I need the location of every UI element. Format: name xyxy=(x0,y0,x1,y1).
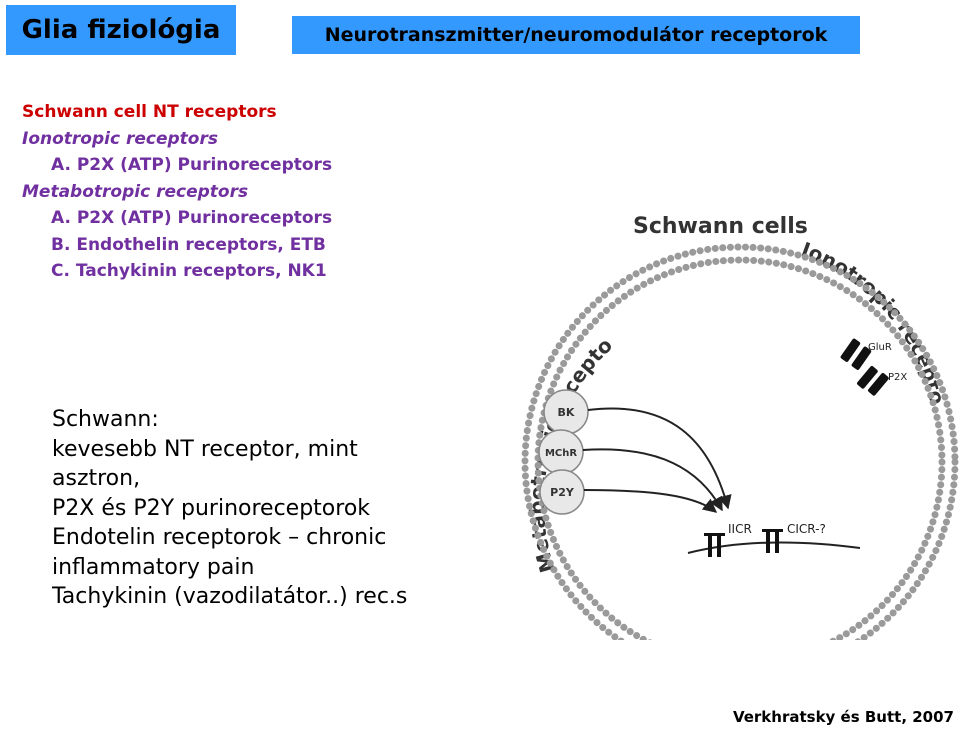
outline-ionotropic-label: Ionotropic receptors xyxy=(22,128,218,149)
receptor-label-p2x: P2X xyxy=(888,372,907,383)
slide-subtitle: Neurotranszmitter/neuromodulátor recepto… xyxy=(292,16,860,54)
outline-item: C. Tachykinin receptors, NK1 xyxy=(51,261,327,281)
metabotropic-arc-label: Metabotropic receptors xyxy=(500,200,617,575)
metabotropic-receptors xyxy=(538,389,589,515)
er-calcium-store xyxy=(687,529,861,557)
receptor-outline: Schwann cell NT receptors Ionotropic rec… xyxy=(22,99,332,285)
channel-icon xyxy=(851,346,872,370)
cicr-channel-icon xyxy=(762,529,783,553)
schwann-notes: Schwann: kevesebb NT receptor, mint aszt… xyxy=(52,405,407,612)
ionotropic-channels xyxy=(840,338,889,396)
metabotropic-arc-text: Metabotropic receptors xyxy=(500,200,617,575)
notes-line: asztron, xyxy=(52,466,141,491)
arrow-mchr xyxy=(582,448,723,512)
slide-title: Glia fiziológia xyxy=(6,5,236,55)
inner-membrane xyxy=(534,256,946,640)
receptor-p2y-icon xyxy=(539,469,585,515)
notes-line: Tachykinin (vazodilatátor..) rec.s xyxy=(52,584,408,609)
notes-line: Endotelin receptorok – chronic xyxy=(52,525,387,550)
outline-item: A. P2X (ATP) Purinoreceptors xyxy=(51,208,333,228)
citation: Verkhratsky és Butt, 2007 xyxy=(732,708,954,726)
outline-item: B. Endothelin receptors, ETB xyxy=(51,234,326,255)
notes-line: inflammatory pain xyxy=(52,554,255,580)
arrow-bk xyxy=(587,407,732,510)
arrow-p2y xyxy=(583,489,718,513)
receptor-label-glur: GluR xyxy=(868,342,892,353)
signal-arrows xyxy=(582,407,732,513)
receptor-label-mchr: MChR xyxy=(545,448,577,459)
outer-membrane xyxy=(521,243,959,640)
schwann-cell-diagram: Schwann cells Ionotropic receptors Metab… xyxy=(500,200,959,640)
channel-icon xyxy=(868,373,889,396)
er-membrane xyxy=(687,541,861,554)
store-label-iicr: IICR xyxy=(728,522,752,536)
cell-label: Schwann cells xyxy=(633,214,808,239)
outline-heading: Schwann cell NT receptors xyxy=(22,102,277,122)
notes-line: Schwann: xyxy=(52,407,159,432)
channel-icon xyxy=(840,338,861,362)
outline-item: A. P2X (ATP) Purinoreceptors xyxy=(51,155,333,175)
notes-line: P2X és P2Y purinoreceptorok xyxy=(52,495,371,521)
notes-line: kevesebb NT receptor, mint xyxy=(52,436,358,462)
outline-metabotropic-label: Metabotropic receptors xyxy=(22,181,249,202)
receptor-label-bk: BK xyxy=(558,406,575,419)
channel-icon xyxy=(857,366,878,389)
iicr-channel-icon xyxy=(704,533,725,557)
receptor-label-p2y: P2Y xyxy=(550,486,575,499)
store-label-cicr: CICR-? xyxy=(787,522,826,536)
